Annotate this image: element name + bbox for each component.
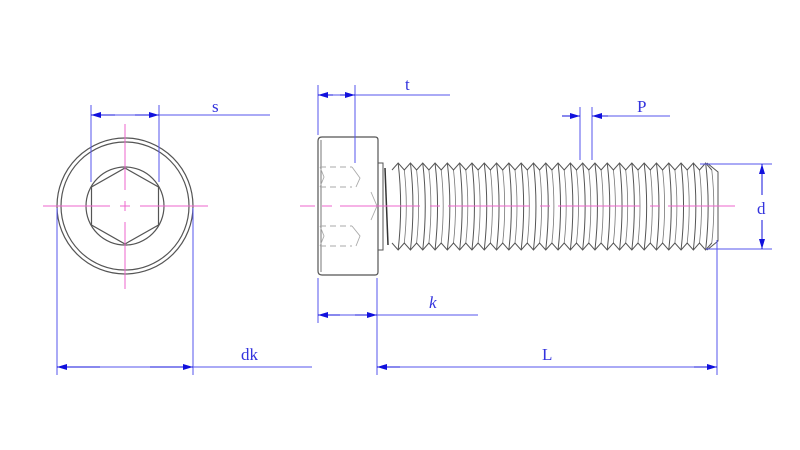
label-p: P: [637, 97, 647, 116]
label-t: t: [405, 75, 410, 94]
label-s: s: [212, 97, 219, 116]
end-view: [43, 124, 208, 289]
label-dk: dk: [241, 345, 258, 364]
label-d: d: [757, 199, 766, 218]
label-k: k: [429, 293, 437, 312]
side-view: [300, 136, 735, 276]
dimension-l: [377, 240, 718, 375]
dimension-dk: [56, 208, 312, 375]
label-l: L: [542, 345, 553, 364]
dimension-t: [317, 85, 450, 163]
dimension-p: [562, 107, 670, 160]
dimension-k: [317, 278, 478, 375]
dimension-s: [90, 105, 270, 182]
